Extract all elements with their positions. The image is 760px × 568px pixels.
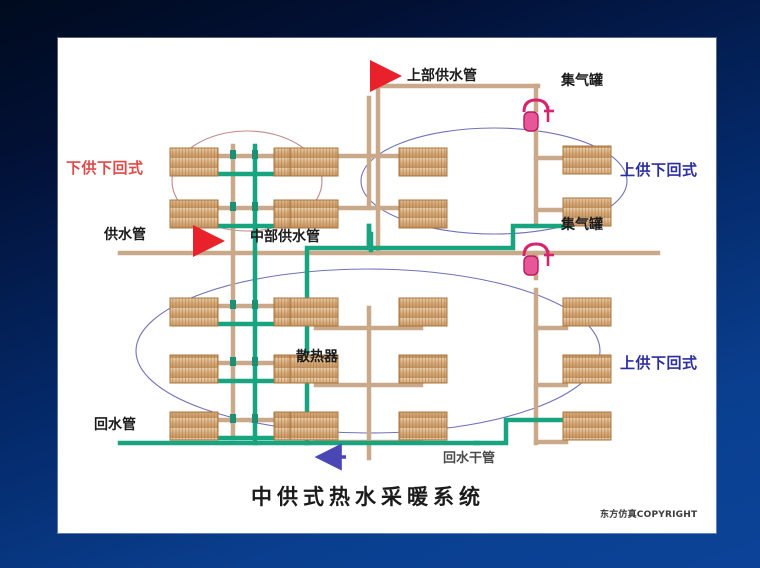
- return-pipe-network: [117, 143, 573, 446]
- valve-icon: [230, 202, 236, 211]
- label-return-pipe: 回水管: [94, 417, 136, 433]
- label-upper-supply-lower-return-bottom: 上供下回式: [620, 354, 698, 372]
- label-upper-supply-pipe: 上部供水管: [407, 68, 477, 84]
- diagram-title: 中供式热水采暖系统: [251, 485, 485, 509]
- label-air-collector-top: 集气罐: [561, 73, 603, 89]
- radiator: [562, 354, 612, 384]
- valve-icon: [252, 414, 258, 423]
- radiator: [169, 411, 219, 441]
- label-supply-pipe: 供水管: [104, 227, 146, 243]
- valve-icon: [230, 150, 236, 159]
- air-collector-tank-icon: [522, 98, 554, 132]
- radiator: [562, 145, 612, 175]
- radiator: [169, 297, 219, 327]
- radiator: [398, 199, 448, 229]
- radiator: [562, 411, 612, 441]
- valve-icon: [230, 414, 236, 423]
- label-upper-supply-lower-return-top: 上供下回式: [620, 161, 698, 179]
- radiator: [398, 411, 448, 441]
- label-middle-supply-pipe: 中部供水管: [250, 229, 320, 245]
- valve-icon: [252, 150, 258, 159]
- label-radiator: 散热器: [296, 349, 338, 365]
- radiator: [562, 297, 612, 327]
- radiator: [398, 297, 448, 327]
- radiator: [289, 354, 339, 384]
- diagram-panel: 下供下回式 上供下回式 上供下回式 供水管 中部供水管 上部供水管 集气罐 集气…: [58, 38, 716, 533]
- valve-icon: [230, 357, 236, 366]
- valve-icon: [252, 357, 258, 366]
- valve-icon: [230, 300, 236, 309]
- radiator: [169, 354, 219, 384]
- label-return-main-pipe: 回水干管: [443, 451, 496, 466]
- radiator: [562, 197, 612, 227]
- radiator: [289, 411, 339, 441]
- radiator-group: [169, 145, 612, 441]
- radiator: [289, 147, 339, 177]
- label-lower-supply-lower-return: 下供下回式: [66, 159, 144, 177]
- radiator: [289, 199, 339, 229]
- radiator: [289, 297, 339, 327]
- copyright-notice: 东方仿真COPYRIGHT: [600, 510, 698, 520]
- valve-icon: [252, 300, 258, 309]
- heating-system-schematic: [116, 60, 661, 471]
- valve-marks: [230, 150, 258, 423]
- air-collector-tank-icon: [522, 242, 554, 276]
- valve-icon: [252, 202, 258, 211]
- radiator: [169, 199, 219, 229]
- radiator: [398, 354, 448, 384]
- radiator: [169, 147, 219, 177]
- radiator: [398, 147, 448, 177]
- label-air-collector-middle: 集气罐: [561, 217, 603, 233]
